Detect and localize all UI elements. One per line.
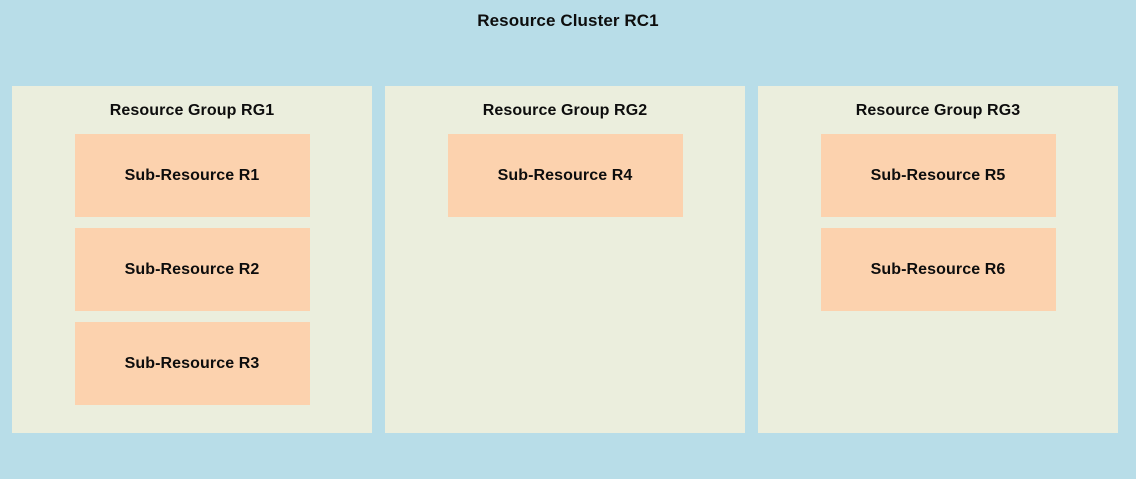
subresource-label-r1: Sub-Resource R1 — [124, 166, 260, 184]
subresource-box-r4: Sub-Resource R4 — [447, 134, 683, 217]
subresource-box-r3: Sub-Resource R3 — [74, 322, 310, 405]
resource-group-title-rg1: Resource Group RG1 — [109, 102, 275, 119]
subresource-list-rg2: Sub-Resource R4 — [447, 134, 683, 217]
resource-group-title-rg3: Resource Group RG3 — [855, 102, 1021, 119]
subresource-label-r3: Sub-Resource R3 — [124, 354, 260, 372]
resource-group-panel-rg1: Resource Group RG1 Sub-Resource R1 Sub-R… — [12, 86, 372, 433]
resource-group-panel-rg3: Resource Group RG3 Sub-Resource R5 Sub-R… — [758, 86, 1118, 433]
cluster-title: Resource Cluster RC1 — [477, 11, 659, 30]
resource-group-title-rg2: Resource Group RG2 — [482, 102, 648, 119]
subresource-label-r2: Sub-Resource R2 — [124, 260, 260, 278]
subresource-box-r1: Sub-Resource R1 — [74, 134, 310, 217]
subresource-box-r5: Sub-Resource R5 — [820, 134, 1056, 217]
subresource-label-r4: Sub-Resource R4 — [497, 166, 633, 184]
subresource-box-r6: Sub-Resource R6 — [820, 228, 1056, 311]
resource-group-panel-rg2: Resource Group RG2 Sub-Resource R4 — [385, 86, 745, 433]
subresource-list-rg3: Sub-Resource R5 Sub-Resource R6 — [820, 134, 1056, 311]
resource-group-row: Resource Group RG1 Sub-Resource R1 Sub-R… — [12, 86, 1118, 433]
subresource-list-rg1: Sub-Resource R1 Sub-Resource R2 Sub-Reso… — [74, 134, 310, 405]
subresource-box-r2: Sub-Resource R2 — [74, 228, 310, 311]
subresource-label-r5: Sub-Resource R5 — [870, 166, 1006, 184]
subresource-label-r6: Sub-Resource R6 — [870, 260, 1006, 278]
